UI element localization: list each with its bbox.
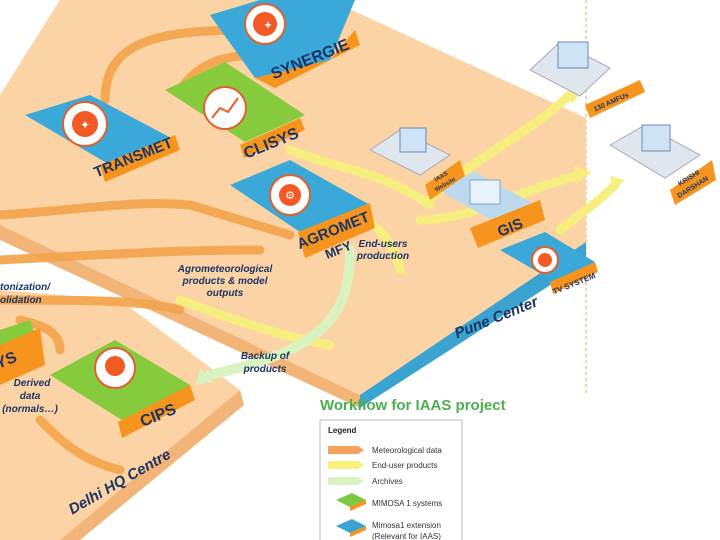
harmon-line-2: olidation: [0, 295, 42, 306]
gis-workstation-icon: [469, 179, 501, 205]
end-users-line-2: production: [356, 251, 409, 262]
legend-label: Mimosa1 extension: [372, 521, 441, 530]
legend-label: (Relevant for IAAS): [372, 532, 441, 540]
legend-label: Meteorological data: [372, 446, 442, 455]
legend-swatch-pale-green-arrow: [328, 477, 364, 485]
diagram-title: Workflow for IAAS project: [320, 397, 506, 414]
derived-line-2: data: [20, 391, 41, 402]
archive-arrow-head: [196, 368, 214, 385]
synergie-icon: ✦: [263, 20, 272, 32]
clisys-block: CLISYS: [165, 62, 305, 163]
trend-chart-icon: [211, 97, 239, 119]
legend-swatch-orange-arrow: [328, 446, 364, 454]
gis-block: GIS: [435, 172, 545, 248]
gear-icon: ⚙: [285, 190, 295, 202]
amfu-screen-icon: [557, 41, 589, 69]
legend-swatch-blue-tile: [336, 519, 366, 533]
cips-block: CIPS: [50, 340, 195, 438]
transmet-icon: ✦: [80, 118, 90, 132]
legend-item-archives: Archives: [328, 477, 403, 486]
legend-label: MIMOSA 1 systems: [372, 499, 442, 508]
legend-item-mimosa1-extension: Mimosa1 extension (Relevant for IAAS): [336, 519, 441, 540]
legend-heading: Legend: [328, 426, 357, 435]
legend-label: Archives: [372, 477, 403, 486]
end-users-line-1: End-users: [359, 239, 408, 250]
agro-line-2: products & model: [181, 276, 267, 287]
legend-item-meteorological: Meteorological data: [328, 446, 442, 455]
legend-swatch-yellow-arrow: [328, 461, 364, 469]
derived-line-1: Derived: [14, 378, 52, 389]
backup-line-2: products: [243, 364, 287, 375]
derived-line-3: (normals…): [2, 404, 58, 415]
meteorological-arrows: [0, 25, 295, 475]
backup-line-1: Backup of: [241, 351, 291, 362]
website-screen-icon: [399, 127, 427, 153]
agromet-block: ⚙ AGROMET MFY: [230, 160, 375, 262]
agro-line-3: outputs: [207, 288, 244, 299]
harmon-line-1: tonization/: [0, 282, 51, 293]
legend-item-mimosa1: MIMOSA 1 systems: [336, 493, 442, 511]
annotations: End-users production Agrometeorological …: [0, 239, 409, 415]
legend-swatch-green-tile: [336, 493, 366, 507]
krishi-screen-icon: [641, 124, 671, 152]
legend: Legend Meteorological data End-user prod…: [319, 419, 463, 540]
ys-fragment-block: YS: [0, 320, 45, 385]
legend-label: End-user products: [372, 461, 437, 470]
legend-item-end-user: End-user products: [328, 461, 437, 470]
agro-line-1: Agrometeorological: [177, 264, 273, 275]
tv-system-block: TV SYSTEM: [500, 232, 598, 296]
archive-arrow: [205, 245, 355, 380]
krishi-darshan-output: KRISHI DARSHAN: [609, 124, 716, 205]
